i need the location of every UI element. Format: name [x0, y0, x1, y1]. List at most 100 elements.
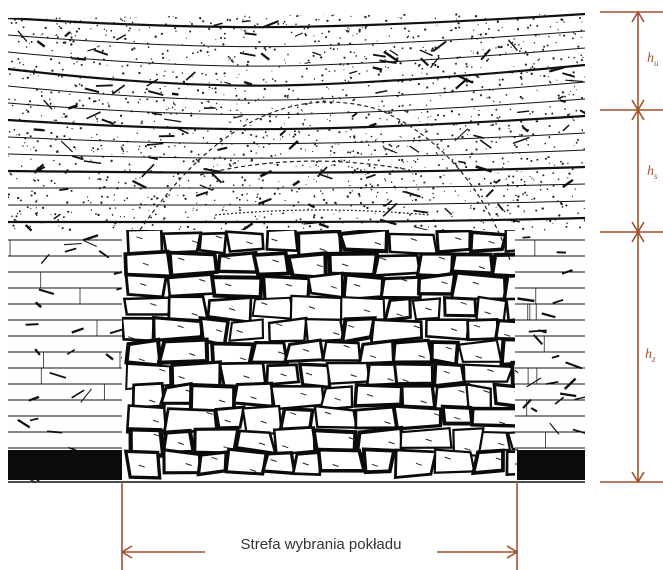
sand-dot [132, 22, 134, 24]
sand-dot [333, 14, 335, 16]
sand-dot [465, 63, 467, 65]
sand-dot [379, 118, 380, 119]
sand-dot [178, 88, 180, 90]
sand-dot [175, 104, 176, 105]
sand-dot [432, 187, 434, 189]
sand-dot [33, 33, 35, 35]
sand-dot [114, 225, 115, 226]
sand-dot [292, 136, 294, 138]
sand-dot [9, 131, 11, 133]
sand-dot [352, 118, 354, 120]
sand-dot [30, 74, 31, 75]
sand-dot [437, 133, 439, 135]
sand-dot [483, 210, 485, 212]
sand-dot [424, 28, 426, 30]
sand-dot [575, 188, 576, 189]
sand-dot [436, 25, 437, 26]
sand-dot [530, 113, 531, 114]
sand-dot [209, 86, 211, 88]
sand-dot [402, 74, 404, 76]
sand-dot [99, 99, 101, 101]
sand-dot [151, 58, 152, 59]
sand-dot [17, 197, 19, 199]
sand-dot [558, 131, 560, 133]
sand-dot [292, 90, 294, 92]
sand-dot [347, 30, 349, 32]
sand-dot [417, 35, 419, 37]
sand-dot [11, 61, 13, 63]
sand-dot [359, 73, 361, 75]
sand-dot [18, 41, 20, 43]
sand-dot [57, 36, 59, 38]
sand-dot [199, 110, 201, 112]
sand-dot [302, 111, 303, 112]
sand-dot [383, 146, 384, 147]
sand-dot [437, 154, 438, 155]
sand-dot [560, 58, 562, 60]
sand-dot [37, 179, 39, 181]
sand-dot [175, 76, 177, 78]
sand-dot [356, 218, 357, 219]
sand-dot [486, 149, 487, 150]
rubble-block [269, 318, 306, 341]
sand-dot [216, 79, 217, 80]
sand-dot [360, 202, 362, 204]
rubble-block [285, 340, 323, 361]
rubble-block [364, 449, 394, 472]
sand-dot [572, 118, 573, 119]
sand-dot [91, 150, 92, 151]
sand-dot [545, 113, 547, 115]
sand-dot [291, 105, 292, 106]
sand-dot [504, 210, 506, 212]
sand-dot [239, 209, 241, 211]
sand-dot [359, 29, 361, 31]
sand-dot [192, 210, 193, 211]
sand-dot [34, 180, 36, 182]
sand-dot [276, 14, 277, 15]
sand-dot [498, 172, 499, 173]
sand-dot [298, 131, 300, 133]
sand-dot [581, 129, 582, 130]
sand-dot [246, 70, 247, 71]
sand-dot [282, 212, 284, 214]
sand-dot [301, 109, 302, 110]
sand-dot [269, 120, 271, 122]
sand-dot [357, 168, 359, 170]
sand-dot [35, 150, 37, 152]
sand-dot [506, 94, 508, 96]
sand-dot [300, 13, 302, 15]
sand-dot [430, 100, 431, 101]
sand-dot [376, 196, 377, 197]
sand-dot [385, 66, 386, 67]
sand-dot [8, 98, 10, 100]
sand-dot [443, 149, 444, 150]
sand-dot [222, 181, 224, 183]
sand-dot [345, 94, 347, 96]
sand-dot [203, 138, 204, 139]
sand-dot [357, 152, 359, 154]
sand-dot [278, 181, 279, 182]
sand-dot [140, 177, 141, 178]
sand-dot [499, 79, 501, 81]
sand-dot [131, 48, 133, 50]
sand-dot [296, 15, 298, 17]
sand-dot [192, 160, 194, 162]
sand-dot [398, 105, 400, 107]
sand-dot [537, 60, 539, 62]
sand-dot [351, 167, 352, 168]
sand-dot [65, 23, 66, 24]
sand-dot [79, 100, 81, 102]
coal-seam-left [8, 450, 122, 480]
sand-dot [284, 96, 285, 97]
sand-dot [451, 29, 453, 31]
sand-dot [26, 132, 28, 134]
rubble-block [168, 274, 214, 296]
sand-dot [229, 19, 231, 21]
sand-dot [325, 202, 327, 204]
sand-dot [473, 30, 474, 31]
sand-dot [576, 61, 578, 63]
sand-dot [327, 119, 328, 120]
sand-dot [343, 160, 345, 162]
sand-dot [215, 107, 216, 108]
sand-dot [50, 214, 51, 215]
